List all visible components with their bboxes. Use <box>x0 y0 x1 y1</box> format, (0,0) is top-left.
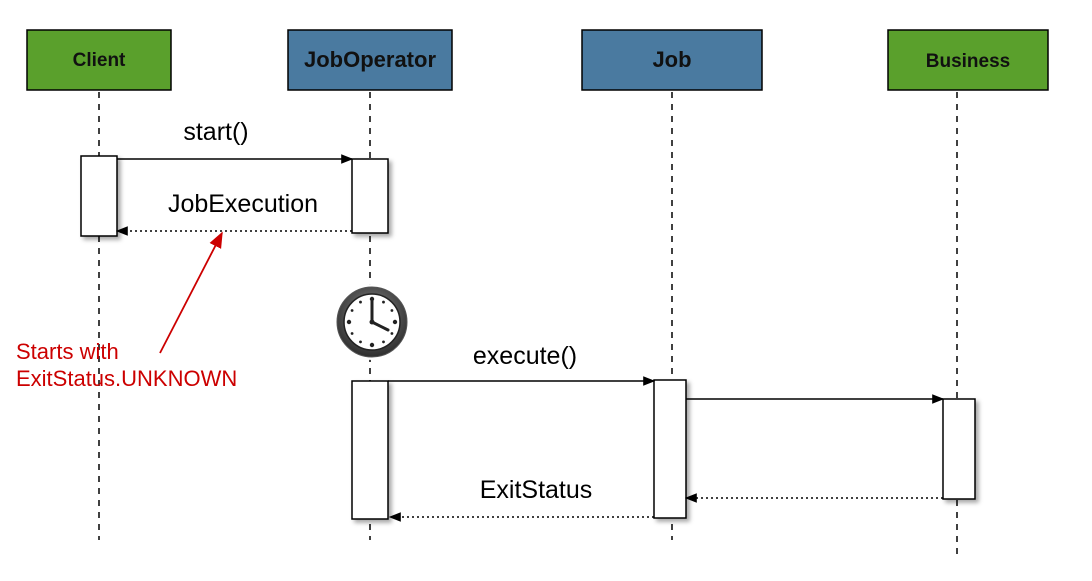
activation-job <box>653 379 687 519</box>
participant-business-label: Business <box>926 51 1010 72</box>
message-execute-label: execute() <box>473 342 577 370</box>
message-exitstatus-label: ExitStatus <box>480 476 593 504</box>
message-start-label: start() <box>183 118 248 146</box>
participant-job-label: Job <box>652 47 691 72</box>
participant-business: Business <box>887 29 1049 91</box>
message-start: start() <box>117 118 354 164</box>
clock-tick <box>346 319 352 325</box>
participant-client-box <box>26 29 172 91</box>
clock-tick <box>359 340 362 344</box>
message-jobexecution: JobExecution <box>115 190 352 236</box>
participant-joboperator-label: JobOperator <box>304 47 436 72</box>
annotation-note: Starts with ExitStatus.UNKNOWN <box>16 231 237 391</box>
participant-joboperator: JobOperator <box>287 29 453 91</box>
activation-joboperator-1 <box>351 158 389 234</box>
clock-tick <box>390 332 394 335</box>
annotation-arrow <box>159 231 223 354</box>
activation-client <box>80 155 118 237</box>
participant-client: Client <box>26 29 172 91</box>
clock-tick <box>350 309 354 312</box>
clock-tick <box>392 319 398 325</box>
message-exitstatus: ExitStatus <box>388 476 654 522</box>
clock-tick <box>382 340 385 344</box>
message-jobexecution-label: JobExecution <box>168 190 318 218</box>
clock-icon <box>334 284 410 360</box>
message-execute: execute() <box>388 342 656 386</box>
clock-tick <box>390 309 394 312</box>
clock-tick <box>382 300 385 304</box>
activation-joboperator-2 <box>351 380 389 520</box>
clock-tick <box>350 332 354 335</box>
participant-client-label: Client <box>73 50 126 71</box>
participant-business-box <box>887 29 1049 91</box>
annotation-line-2: ExitStatus.UNKNOWN <box>16 366 237 391</box>
participant-job-box <box>581 29 763 91</box>
clock-tick <box>369 342 375 348</box>
participant-joboperator-box <box>287 29 453 91</box>
participant-job: Job <box>581 29 763 91</box>
annotation-line-1: Starts with <box>16 339 119 364</box>
activation-business <box>942 398 976 500</box>
clock-tick <box>359 300 362 304</box>
